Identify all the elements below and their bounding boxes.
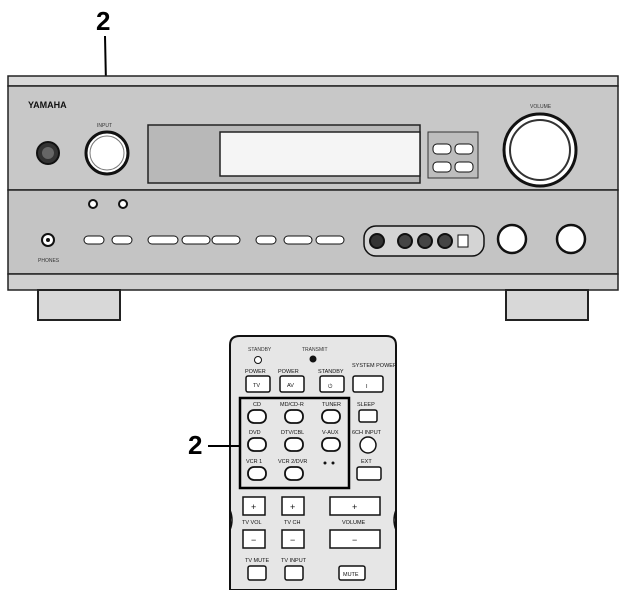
input-vcr2-label: VCR 2/DVR (278, 459, 307, 465)
dot-a (323, 461, 327, 465)
sleep-label: SLEEP (357, 402, 375, 408)
volume-up-button[interactable] (329, 496, 381, 516)
mute-label: MUTE (343, 572, 359, 578)
remote-body (229, 335, 397, 590)
input-dvd-button[interactable] (247, 437, 267, 452)
aux-jack-4 (437, 233, 453, 249)
front-display (219, 131, 421, 177)
6ch-input-button[interactable] (359, 436, 377, 454)
lower-pill-6[interactable] (255, 235, 277, 245)
ext-button[interactable] (356, 466, 382, 481)
aux-jack-1 (369, 233, 385, 249)
volume-minus: − (352, 535, 357, 545)
input-dtvcbl-label: DTV/CBL (281, 430, 304, 436)
tv-ch-label: TV CH (284, 520, 301, 526)
power-av-key: AV (287, 383, 294, 389)
input-dvd-label: DVD (249, 430, 261, 436)
remote-control: STANDBY TRANSMIT POWER POWER STANDBY SYS… (229, 335, 397, 590)
system-power-label: SYSTEM POWER (352, 363, 397, 369)
optical-jack (457, 234, 469, 248)
receiver-foot-right (505, 289, 589, 321)
mute-button[interactable] (338, 565, 366, 581)
tv-mute-button[interactable] (247, 565, 267, 581)
brand-logo: YAMAHA (28, 100, 67, 110)
system-power-button[interactable] (352, 375, 384, 393)
treble-knob[interactable] (555, 223, 587, 255)
standby-button[interactable] (319, 375, 345, 393)
lower-pill-1[interactable] (83, 235, 105, 245)
lower-button-b[interactable] (118, 199, 128, 209)
lower-pill-4[interactable] (181, 235, 211, 245)
power-tv-key: TV (253, 383, 260, 389)
transmit-indicator (309, 355, 317, 363)
power-tv-button[interactable] (245, 375, 271, 393)
input-vaux-button[interactable] (321, 437, 341, 452)
power-av-button[interactable] (279, 375, 305, 393)
av-receiver: YAMAHA INPUT VOLUME PHONES (7, 75, 619, 321)
lower-pill-5[interactable] (211, 235, 241, 245)
dot-b (331, 461, 335, 465)
program-button-4[interactable] (454, 161, 474, 173)
input-tuner-label: TUNER (322, 402, 341, 408)
input-dtvcbl-button[interactable] (284, 437, 304, 452)
tv-ch-down-button[interactable] (281, 529, 305, 549)
bass-knob[interactable] (496, 223, 528, 255)
standby-key: ⏻ (328, 383, 333, 390)
input-mdcdr-button[interactable] (284, 409, 304, 424)
program-button-3[interactable] (432, 161, 452, 173)
volume-plus: + (352, 502, 357, 512)
aux-jack-2 (397, 233, 413, 249)
lower-pill-2[interactable] (111, 235, 133, 245)
tv-ch-up-button[interactable] (281, 496, 305, 516)
volume-label: VOLUME (342, 520, 366, 526)
input-vaux-label: V-AUX (322, 430, 339, 436)
ext-label: EXT (361, 459, 372, 465)
input-cd-button[interactable] (247, 409, 267, 424)
power-tv-label: POWER (245, 369, 266, 375)
tv-ch-minus: − (290, 535, 295, 545)
tv-vol-minus: − (251, 535, 256, 545)
remote-standby-label: STANDBY (248, 347, 272, 353)
remote-standby-indicator (254, 356, 262, 364)
lower-button-a[interactable] (88, 199, 98, 209)
transmit-label: TRANSMIT (302, 347, 328, 353)
tv-ch-plus: + (290, 502, 295, 512)
tv-input-button[interactable] (284, 565, 304, 581)
lower-pill-3[interactable] (147, 235, 179, 245)
input-cd-label: CD (253, 402, 261, 408)
lower-pill-8[interactable] (315, 235, 345, 245)
sleep-button[interactable] (358, 409, 378, 423)
input-vcr2-button[interactable] (284, 466, 304, 481)
6ch-input-label: 6CH INPUT (352, 430, 382, 436)
input-buttons-frame (238, 396, 351, 490)
input-knob-label: INPUT (97, 123, 112, 129)
phones-label: PHONES (38, 258, 60, 264)
input-vcr1-label: VCR 1 (246, 459, 262, 465)
input-mdcdr-label: MD/CD-R (280, 402, 304, 408)
input-tuner-button[interactable] (321, 409, 341, 424)
aux-jack-3 (417, 233, 433, 249)
tv-vol-plus: + (251, 502, 256, 512)
power-av-label: POWER (278, 369, 299, 375)
program-button-2[interactable] (454, 143, 474, 155)
callout-top: 2 (96, 6, 110, 36)
tv-mute-label: TV MUTE (245, 558, 269, 564)
tv-vol-down-button[interactable] (242, 529, 266, 549)
receiver-foot-left (37, 289, 121, 321)
lower-pill-7[interactable] (283, 235, 313, 245)
tv-input-label: TV INPUT (281, 558, 307, 564)
callout-left: 2 (188, 430, 202, 460)
volume-knob-label: VOLUME (530, 104, 552, 110)
program-button-1[interactable] (432, 143, 452, 155)
standby-key-label: STANDBY (318, 369, 344, 375)
tv-vol-label: TV VOL (242, 520, 262, 526)
volume-down-button[interactable] (329, 529, 381, 549)
system-power-key: I (366, 384, 368, 390)
tv-vol-up-button[interactable] (242, 496, 266, 516)
input-vcr1-button[interactable] (247, 466, 267, 481)
